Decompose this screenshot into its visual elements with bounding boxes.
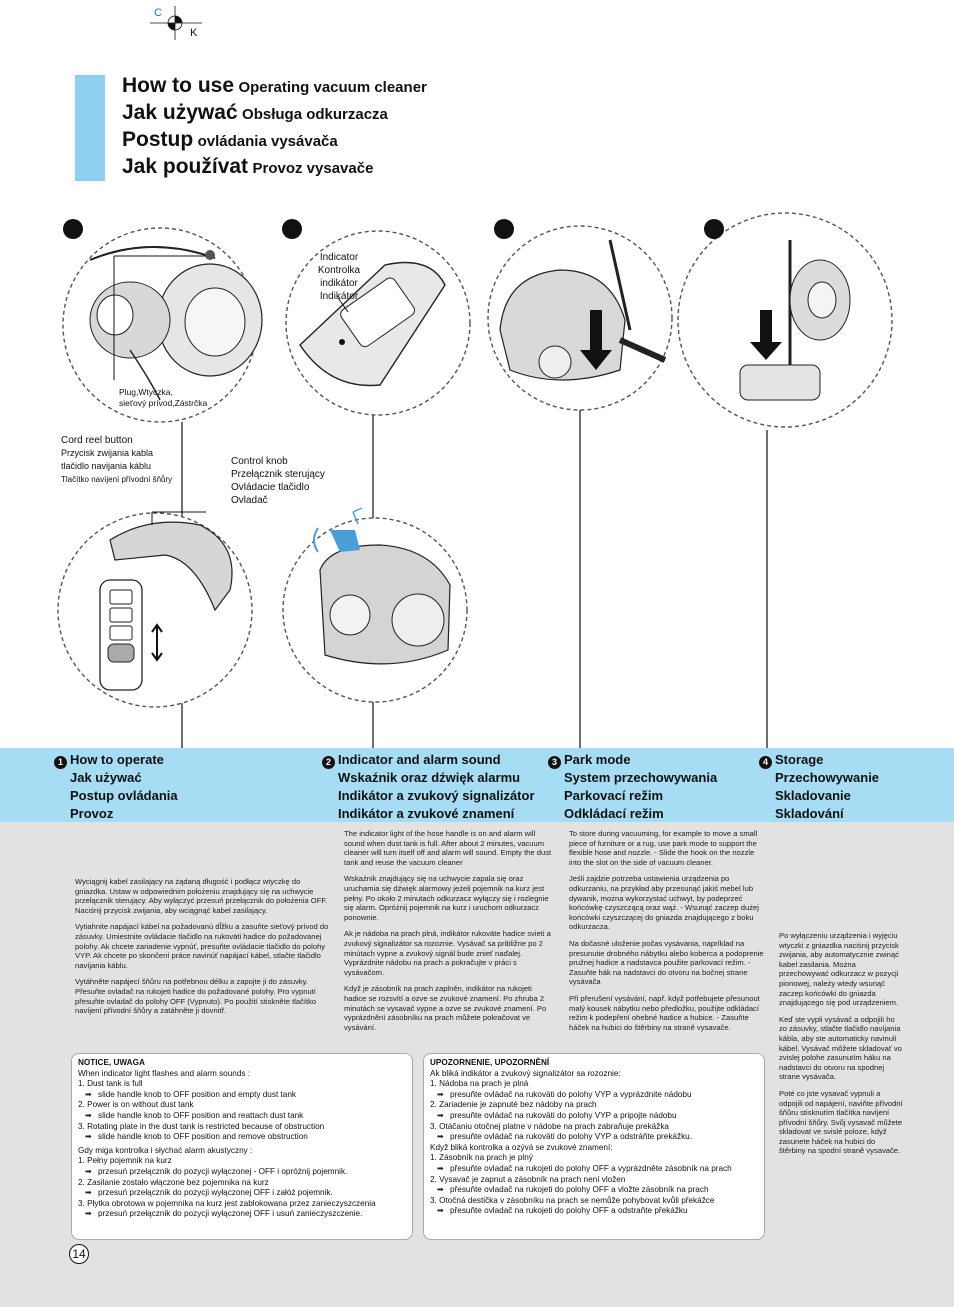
notice-action-line: slide handle knob to OFF position and re… xyxy=(78,1111,406,1122)
notice-line: 2. Vysavač je zapnut a zásobník na prach… xyxy=(430,1174,626,1184)
step-marker-2 xyxy=(282,219,302,239)
scene-cord-reel xyxy=(62,219,263,423)
notice-line: 3. Otočná destička v zásobníku na prach … xyxy=(430,1195,715,1205)
step-1-number: 1 xyxy=(54,756,67,769)
notice-action-line: přesuňte ovladač na rukojeti do polohy O… xyxy=(430,1164,758,1175)
indicator-text-cz: Když je zásobník na prach zaplněn, indik… xyxy=(344,984,547,1032)
notice-line: 3. Otáčaniu otočnej platne v nádobe na p… xyxy=(430,1121,669,1131)
step-marker-4 xyxy=(704,219,724,239)
page-title: How to use Operating vacuum cleaner Jak … xyxy=(122,74,427,182)
notice-action-line: przesuń przełącznik do pozycji wyłączone… xyxy=(78,1209,406,1220)
notice-action-line: presuňte ovládač na rukoväti do polohy V… xyxy=(430,1090,758,1101)
column-operate: Wyciągnij kabel zasilający na żądaną dłu… xyxy=(75,877,333,1023)
title-line-sk: Postup ovládania vysávača xyxy=(122,128,338,151)
storage-text-cz: Poté co jste vysavač vypnuli a odpojili … xyxy=(779,1088,903,1156)
operate-text-pl: Wyciągnij kabel zasilający na żądaną dłu… xyxy=(75,877,328,915)
notice-action-line: přesuňte ovladač na rukojeti do polohy O… xyxy=(430,1206,758,1217)
park-text-sk: Na dočasné uloženie počas vysávania, nap… xyxy=(569,938,764,987)
title-line-cz: Jak používat Provoz vysavače xyxy=(122,155,374,178)
scene-park-mode xyxy=(487,219,673,411)
notice-line: When indicator light flashes and alarm s… xyxy=(78,1068,251,1078)
notice-line: Ak bliká indikátor a zvukový signalizáto… xyxy=(430,1068,621,1078)
storage-text-pl: Po wyłączeniu urządzenia i wyjęciu wtycz… xyxy=(779,931,899,1008)
step-4-number: 4 xyxy=(759,756,772,769)
notice-line: 1. Zásobník na prach je plný xyxy=(430,1153,533,1163)
notice-title: NOTICE, UWAGA xyxy=(78,1058,145,1067)
notice-box-sk-cz: UPOZORNENIE, UPOZORNĚNÍ Ak bliká indikát… xyxy=(423,1053,765,1240)
title-line-pl: Jak używać Obsługa odkurzacza xyxy=(122,101,388,124)
step-marker-3 xyxy=(494,219,514,239)
notice-line: 1. Nádoba na prach je plná xyxy=(430,1079,529,1089)
notice-box-pl-en: NOTICE, UWAGA When indicator light flash… xyxy=(71,1053,413,1240)
scene-storage xyxy=(677,212,893,428)
column-indicator: The indicator light of the hose handle i… xyxy=(344,829,552,1039)
storage-text-sk: Keď ste vypli vysávač a odpojili ho zo z… xyxy=(779,1014,902,1082)
notice-line: 1. Pełny pojemnik na kurz xyxy=(78,1156,172,1166)
scene-control-knob xyxy=(57,511,253,708)
registration-c: C xyxy=(154,7,162,19)
page-number: 14 xyxy=(69,1244,89,1264)
notice-line: 2. Zariadenie je zapnuté bez nádoby na p… xyxy=(430,1100,597,1110)
operate-text-sk: Vytiahnite napájací kábel na požadovanú … xyxy=(75,922,329,970)
plug-label: Plug,Wtyczka, sieťový prívod,Zástrčka xyxy=(119,387,208,408)
title-line-en: How to use Operating vacuum cleaner xyxy=(122,74,427,97)
park-text-en: To store during vacuuming, for example t… xyxy=(569,829,758,867)
notice-line: 3. Płytka obrotowa w pojemnika na kurz j… xyxy=(78,1198,376,1208)
indicator-text-pl: Wskaźnik znajdujący się na uchwycie zapa… xyxy=(344,874,549,922)
notice-action-line: presuňte ovládač na rukoväti do polohy V… xyxy=(430,1111,758,1122)
notice-action-line: slide handle knob to OFF position and em… xyxy=(78,1090,406,1101)
step-3-number: 3 xyxy=(548,756,561,769)
notice-line: 2. Power is on without dust tank xyxy=(78,1100,194,1110)
indicator-text-sk: Ak je nádoba na prach plná, indikátor ru… xyxy=(344,929,551,977)
registration-mark: C K xyxy=(150,6,202,40)
control-knob-label: Control knob Przełącznik sterujący Ovlád… xyxy=(231,456,325,506)
notice-action-line: przesuń przełącznik do pozycji wyłączone… xyxy=(78,1167,406,1178)
notice-action-line: presuňte ovládač na rukoväti do polohy V… xyxy=(430,1132,758,1143)
operate-text-cz: Vytáhněte napájecí šňůru na potřebnou dé… xyxy=(75,977,317,1016)
scene-indicator xyxy=(282,219,471,416)
notice-line: 1. Dust tank is full xyxy=(78,1079,143,1089)
notice-action-line: slide handle knob to OFF position and re… xyxy=(78,1132,406,1143)
crosshair-icon xyxy=(150,6,202,40)
notice-action-line: přesuňte ovladač na rukojeti do polohy O… xyxy=(430,1185,758,1196)
indicator-text-en: The indicator light of the hose handle i… xyxy=(344,829,552,867)
indicator-label: Indicator Kontrolka indikátor Indikátor xyxy=(317,252,361,302)
title-accent-bar xyxy=(75,75,105,181)
park-text-pl: Jeśli zajdzie potrzeba ustawienia urządz… xyxy=(569,874,759,932)
column-storage: Po wyłączeniu urządzenia i wyjęciu wtycz… xyxy=(779,931,903,1163)
notice-line: Když bliká kontrolka a ozývá se zvukové … xyxy=(430,1142,613,1152)
step-marker-1 xyxy=(63,219,83,239)
notice-line: 2. Zasilanie zostało włączone bez pojemn… xyxy=(78,1177,269,1187)
park-text-cz: Při přerušení vysávání, např. když potře… xyxy=(569,993,760,1032)
scene-alarm-sound xyxy=(282,507,468,703)
registration-k: K xyxy=(190,27,198,39)
cord-reel-label: Cord reel button Przycisk zwijania kabla… xyxy=(61,435,173,484)
steps-header-band xyxy=(0,748,954,822)
illustrations xyxy=(57,212,893,748)
column-park-mode: To store during vacuuming, for example t… xyxy=(569,829,766,1039)
notice-line: 3. Rotating plate in the dust tank is re… xyxy=(78,1121,325,1131)
step-2-number: 2 xyxy=(322,756,335,769)
notice-title: UPOZORNENIE, UPOZORNĚNÍ xyxy=(430,1058,550,1067)
notice-line: Gdy miga kontrolka i słychać alarm akust… xyxy=(78,1145,253,1155)
notice-action-line: przesuń przełącznik do pozycji wyłączone… xyxy=(78,1188,406,1199)
